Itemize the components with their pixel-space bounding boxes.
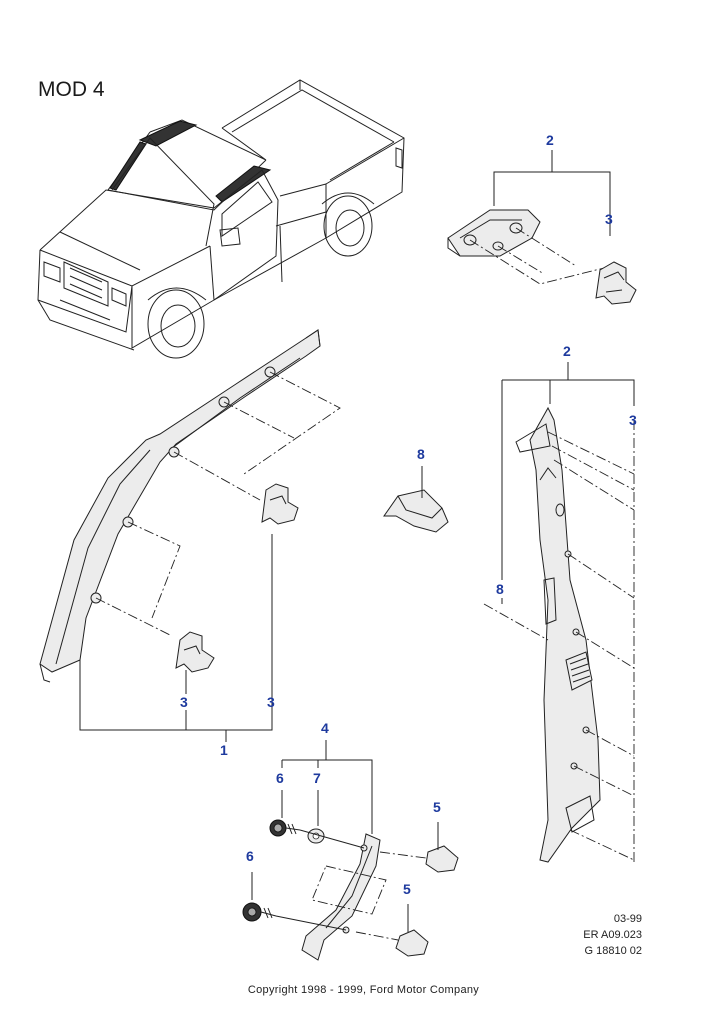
callout-3-left-b: 3 [267,694,275,710]
reference-g-number: G 18810 02 [584,945,643,957]
reference-code: ER A09.023 [583,929,642,941]
callout-5-a: 5 [433,799,441,815]
lower-trim-fastener-assembly [242,740,459,961]
callout-2-top: 2 [546,132,554,148]
callout-3-top: 3 [605,211,613,227]
retainer-clip-item-8 [383,466,449,533]
callout-7: 7 [313,770,321,786]
callout-6-a: 6 [276,770,284,786]
callout-5-b: 5 [403,881,411,897]
reference-date: 03-99 [613,913,642,925]
callout-8-mid: 8 [417,446,425,462]
callout-3-right: 3 [629,412,637,428]
grab-handle-assembly [447,150,637,305]
pickup-truck-illustration [37,79,405,359]
diagram-title: MOD 4 [38,78,105,101]
callout-2-right: 2 [563,343,571,359]
callout-6-b: 6 [246,848,254,864]
a-pillar-trim-assembly [39,329,341,742]
b-pillar-trim-assembly [483,362,635,863]
callout-4: 4 [321,720,329,736]
callout-8-right: 8 [496,581,504,597]
callout-3-left-a: 3 [180,694,188,710]
callout-1: 1 [220,742,228,758]
copyright-notice: Copyright 1998 - 1999, Ford Motor Compan… [247,984,480,996]
